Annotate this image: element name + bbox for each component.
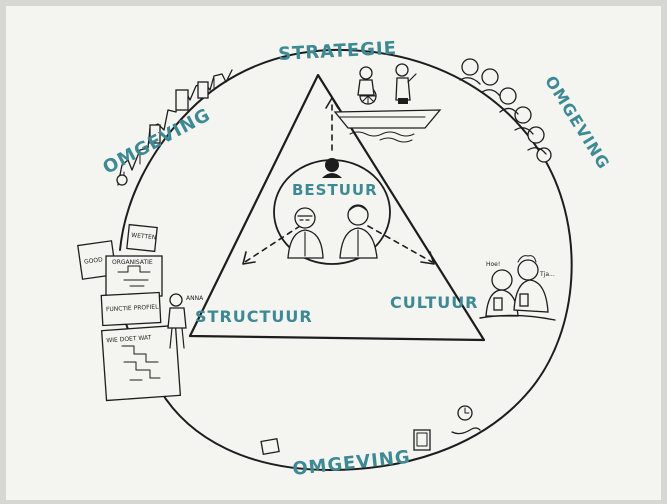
culture-pub-illustration xyxy=(479,255,556,321)
label-structuur: STRUCTUUR xyxy=(195,307,313,326)
label-cultuur: CULTUUR xyxy=(390,293,479,312)
strategy-triangle xyxy=(188,73,486,342)
dashed-arrows xyxy=(244,99,433,263)
city-skyline-illustration xyxy=(116,69,233,186)
whiteboard-surface xyxy=(6,6,661,500)
note-functieprofiel: FUNCTIE PROFIEL xyxy=(106,304,159,314)
note-speech-2: Tja... xyxy=(539,271,555,278)
arrow-heads xyxy=(242,97,435,265)
doc-functieprofiel xyxy=(100,291,162,327)
note-organisatie: ORGANISATIE xyxy=(112,259,153,266)
bestuur-illustration xyxy=(287,158,378,259)
book-icon xyxy=(260,437,280,456)
note-wie-doet-wat: WIE DOET WAT xyxy=(106,334,152,344)
crowd-illustration xyxy=(459,58,552,163)
documents-illustration xyxy=(77,223,182,402)
label-bestuur: BESTUUR xyxy=(292,181,378,199)
doc-wie-doet-wat xyxy=(100,324,182,402)
bottom-icons xyxy=(260,405,481,456)
arrow-to-culture xyxy=(367,225,433,263)
note-wetten: WETTEN xyxy=(131,232,157,242)
strategy-ship-illustration xyxy=(333,63,442,143)
note-good: GOOD xyxy=(84,256,104,266)
person-anna-illustration xyxy=(167,293,187,349)
arrow-to-structure xyxy=(244,225,301,263)
tablet-icon xyxy=(413,429,431,451)
note-speech-1: Hoe! xyxy=(486,261,500,268)
person-head-icon xyxy=(325,158,339,172)
hand-icon xyxy=(451,427,481,435)
note-anna: ANNA xyxy=(186,295,204,302)
doc-wetten xyxy=(126,223,158,253)
